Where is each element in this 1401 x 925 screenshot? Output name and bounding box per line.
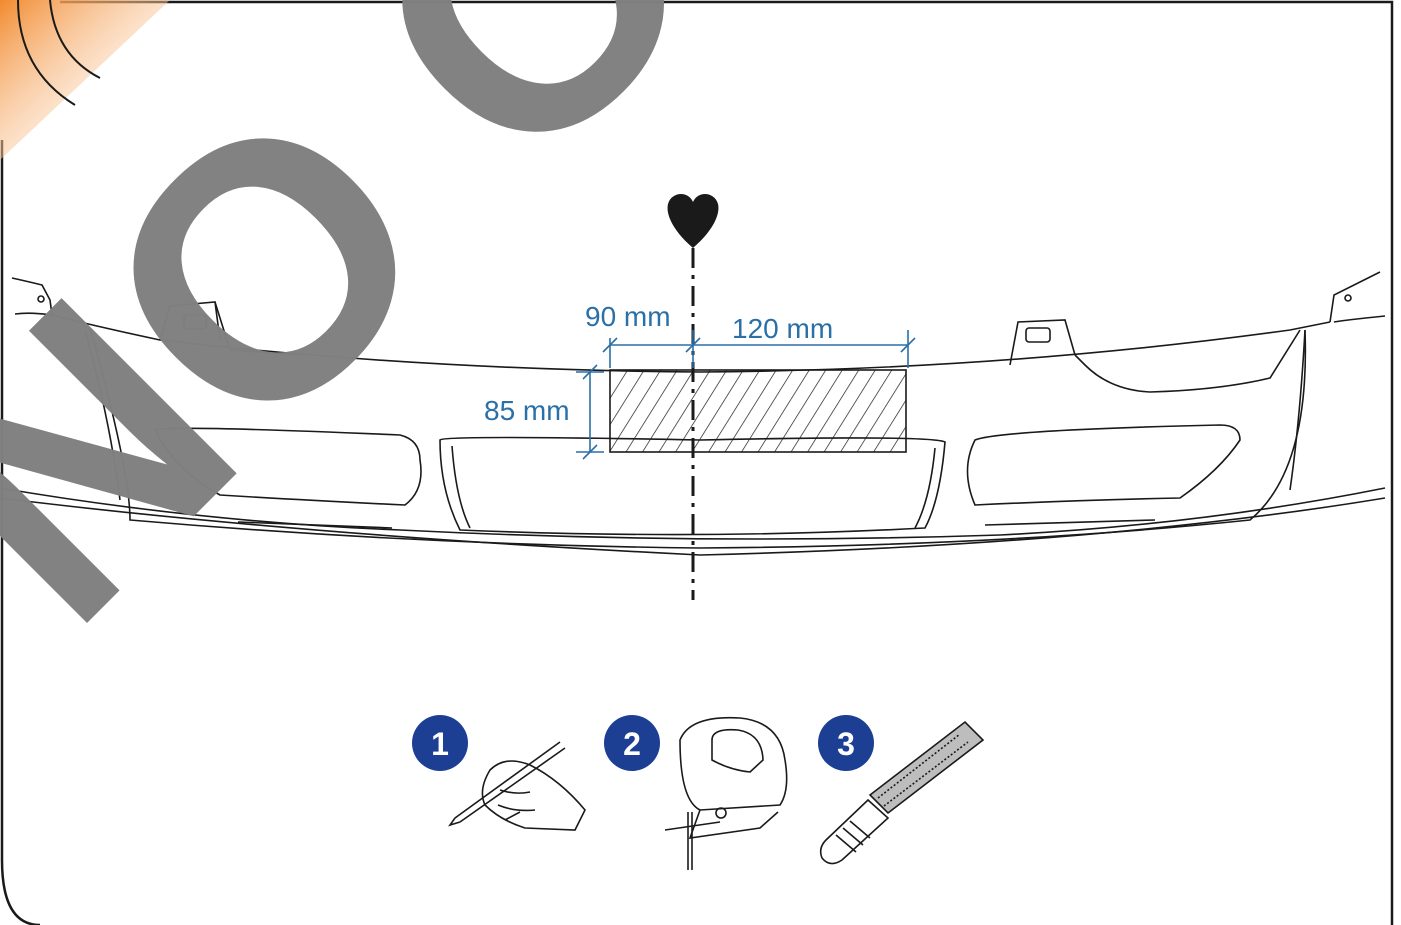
step-number-1: 1 <box>431 726 449 762</box>
step-badge-2: 2 <box>604 715 660 771</box>
corner-accent <box>0 0 170 160</box>
pencil-hand-icon <box>447 741 586 831</box>
watermark: NO ORIGINAL <box>0 0 1401 694</box>
watermark-text: NO ORIGINAL <box>0 0 1401 694</box>
bumper-outline <box>0 271 1386 556</box>
step-badge-1: 1 <box>412 715 468 771</box>
dim-label-left: 90 mm <box>585 301 671 332</box>
heart-icon <box>667 193 719 248</box>
dim-label-right: 120 mm <box>732 313 833 344</box>
step-number-3: 3 <box>837 726 855 762</box>
jigsaw-icon <box>664 716 788 870</box>
cutout-area <box>609 369 907 453</box>
step-badge-3: 3 <box>818 715 874 771</box>
step-number-2: 2 <box>623 726 641 762</box>
dimension-lines <box>576 330 916 460</box>
dim-label-height: 85 mm <box>484 395 570 426</box>
file-icon <box>819 720 985 865</box>
